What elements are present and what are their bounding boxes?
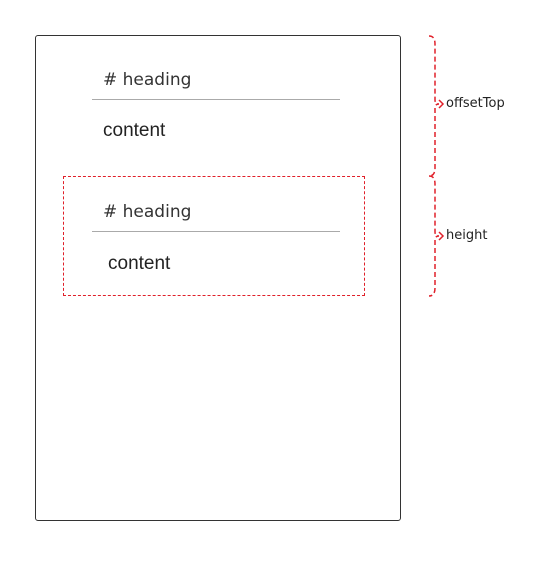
offset-top-arrow: [438, 99, 445, 109]
height-arrow: [438, 231, 445, 241]
section-2-heading: # heading: [103, 202, 192, 222]
offset-top-brace: [428, 35, 440, 177]
height-brace: [428, 175, 440, 297]
section-2-divider: [92, 231, 340, 232]
page-frame: [35, 35, 401, 521]
highlighted-section-box: [63, 176, 365, 296]
height-label: height: [446, 228, 488, 243]
offset-top-label: offsetTop: [446, 96, 505, 111]
section-1-content: content: [103, 120, 166, 141]
section-1-heading: # heading: [103, 70, 192, 90]
section-1-divider: [92, 99, 340, 100]
section-2-content: content: [108, 253, 171, 274]
